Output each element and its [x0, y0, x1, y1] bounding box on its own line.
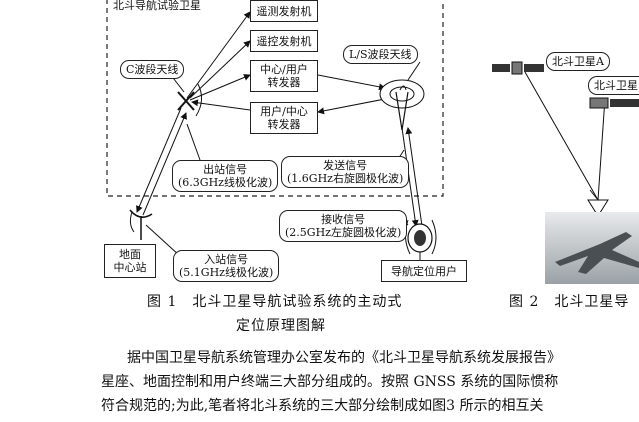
- ground-center-station: 地面 中心站: [104, 244, 156, 278]
- satellite-b-icon: [589, 97, 639, 109]
- satellite-a-icon: [492, 61, 544, 75]
- figure2-caption: 图 2 北斗卫星导: [509, 294, 630, 310]
- ls-band-antenna-icon: [379, 79, 425, 131]
- send-signal-spec: (1.6GHz右旋圆极化波): [287, 172, 404, 185]
- nav-user-label: 导航定位用户: [391, 264, 457, 278]
- satellite-a-label: 北斗卫星A: [546, 52, 610, 71]
- receive-signal-label: 接收信号 (2.5GHz左旋圆极化波): [279, 210, 408, 242]
- outbound-signal-spec: (6.3GHz线极化波): [178, 176, 273, 189]
- send-signal-label: 发送信号 (1.6GHz右旋圆极化波): [281, 156, 410, 188]
- remote-transmitter: 遥控发射机: [250, 30, 318, 52]
- receive-signal-spec: (2.5GHz左旋圆极化波): [285, 226, 402, 239]
- satellite-boundary: [106, 0, 444, 197]
- receive-signal-title: 接收信号: [321, 213, 366, 226]
- figure1-caption-line1: 图 1 北斗卫星导航试验系统的主动式: [147, 294, 403, 310]
- ground-station-dish-icon: [129, 209, 153, 240]
- nav-user-box: 导航定位用户: [381, 260, 467, 282]
- figure1-caption-line2: 定位原理图解: [236, 318, 326, 334]
- send-signal-title: 发送信号: [323, 159, 368, 172]
- ls-band-antenna-label: L/S波段天线: [343, 45, 418, 64]
- center-user-transponder: 中心/用户 转发器: [250, 60, 318, 92]
- figure2-diagram: [492, 61, 639, 284]
- c-band-antenna-label: C波段天线: [120, 60, 185, 79]
- c-band-antenna-icon: [177, 83, 202, 117]
- inbound-signal-title: 入站信号: [204, 253, 249, 266]
- user-center-transponder-line2: 转发器: [267, 118, 301, 131]
- outbound-signal-title: 出站信号: [203, 163, 248, 176]
- inbound-signal-label: 入站信号 (5.1GHz线极化波): [173, 250, 280, 282]
- user-center-transponder-line1: 用户/中心: [260, 105, 308, 118]
- center-user-transponder-line2: 转发器: [267, 76, 301, 89]
- diagram-lines: [106, 0, 639, 284]
- center-user-transponder-line1: 中心/用户: [260, 63, 308, 76]
- outbound-signal-label: 出站信号 (6.3GHz线极化波): [172, 160, 279, 192]
- user-center-transponder: 用户/中心 转发器: [250, 102, 318, 134]
- inbound-signal-spec: (5.1GHz线极化波): [179, 266, 274, 279]
- ground-center-line2: 中心站: [113, 261, 147, 274]
- satellite-group-title: 北斗导航试验卫星: [113, 0, 201, 12]
- body-text-line2: 星座、地面控制和用户终端三大部分组成的。按照 GNSS 系统的国际惯称: [101, 374, 559, 390]
- telemetry-transmitter: 遥测发射机: [250, 0, 318, 22]
- telemetry-transmitter-label: 遥测发射机: [256, 4, 312, 18]
- aircraft-icon: [555, 232, 639, 274]
- user-antenna-icon: [404, 219, 437, 264]
- body-text-line1: 据中国卫星导航系统管理办公室发布的《北斗卫星导航系统发展报告》: [127, 350, 561, 366]
- satellite-b-label: 北斗卫星: [588, 76, 639, 95]
- body-text-line3: 符合规范的;为此,笔者将北斗系统的三大部分绘制成如图3 所示的相互关: [101, 398, 544, 414]
- remote-transmitter-label: 遥控发射机: [256, 34, 312, 48]
- ground-center-line1: 地面: [119, 248, 141, 261]
